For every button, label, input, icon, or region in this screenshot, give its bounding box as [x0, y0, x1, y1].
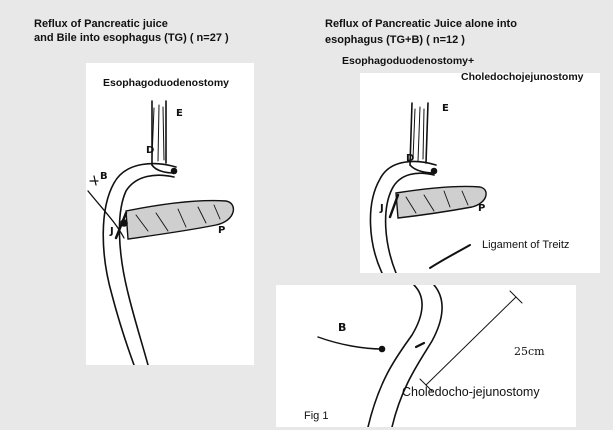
right-letter-p: P	[478, 203, 485, 214]
right-letter-d: D	[406, 153, 414, 164]
left-title-line2: and Bile into esophagus (TG) ( n=27 )	[34, 32, 229, 45]
right-letter-e: E	[442, 103, 449, 114]
choledocho-jejunostomy-label: Choledocho-jejunostomy	[402, 385, 540, 399]
right-procedure-line1: Esophagoduodenostomy+	[342, 55, 474, 67]
right-letter-j: J	[380, 203, 384, 214]
left-letter-b: B	[100, 171, 108, 182]
length-label: 25cm	[514, 345, 545, 358]
left-anatomy-drawing	[86, 63, 254, 365]
left-diagram-panel: Esophagoduodenostomy E D B P J	[86, 63, 254, 365]
left-letter-j: J	[110, 226, 114, 237]
right-letter-b: B	[338, 321, 346, 334]
right-title-line1: Reflux of Pancreatic Juice alone into	[325, 18, 517, 31]
right-procedure-line2: Choledochojejunostomy	[461, 71, 584, 83]
left-letter-e: E	[176, 108, 183, 119]
figure-label: Fig 1	[304, 410, 328, 422]
left-letter-p: P	[218, 225, 225, 236]
right-diagram-panel-lower: B 25cm Choledocho-jejunostomy	[276, 285, 576, 427]
left-letter-d: D	[146, 145, 154, 156]
ligament-of-treitz-label: Ligament of Treitz	[482, 239, 569, 251]
left-title-line1: Reflux of Pancreatic juice	[34, 18, 168, 31]
left-procedure-label: Esophagoduodenostomy	[103, 77, 229, 89]
right-title-line2: esophagus (TG+B) ( n=12 )	[325, 34, 465, 47]
